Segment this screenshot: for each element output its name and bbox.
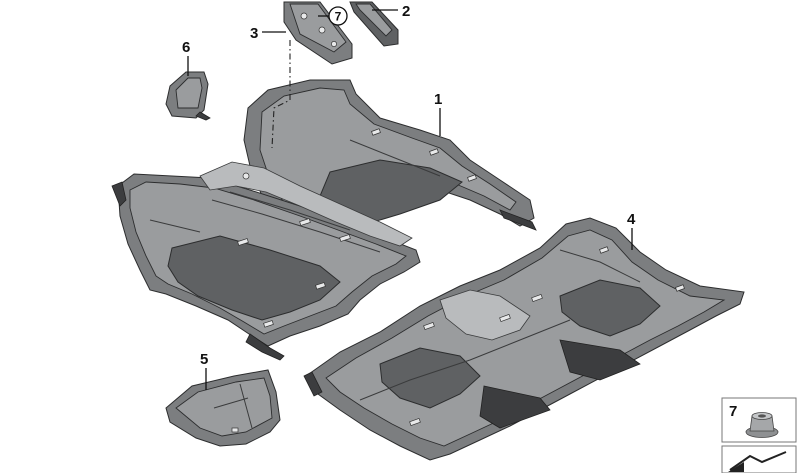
legend-part-7[interactable]: 7 <box>721 397 797 443</box>
part-4-rear-floor-carpet[interactable] <box>303 217 745 461</box>
nut-icon <box>745 412 779 438</box>
callout-4: 4 <box>627 211 636 228</box>
callout-5: 5 <box>200 351 208 368</box>
arrow-symbol-icon <box>728 451 787 472</box>
legend-symbol-box[interactable] <box>721 445 797 473</box>
callout-3: 3 <box>250 25 258 42</box>
part-5-small-mat[interactable] <box>165 369 281 447</box>
callout-7-circled: 7 <box>328 6 348 26</box>
legend-7-number: 7 <box>729 403 737 420</box>
callout-7: 7 <box>335 10 342 24</box>
leader-lines <box>187 9 633 390</box>
part-1-front-floor-carpet[interactable] <box>111 79 537 361</box>
callout-6: 6 <box>182 39 190 56</box>
part-2-trim-strip[interactable] <box>349 1 399 47</box>
part-3-insulation-piece[interactable] <box>283 1 353 65</box>
callout-2: 2 <box>402 3 410 20</box>
part-6-cover[interactable] <box>165 71 211 121</box>
callout-1: 1 <box>434 91 442 108</box>
